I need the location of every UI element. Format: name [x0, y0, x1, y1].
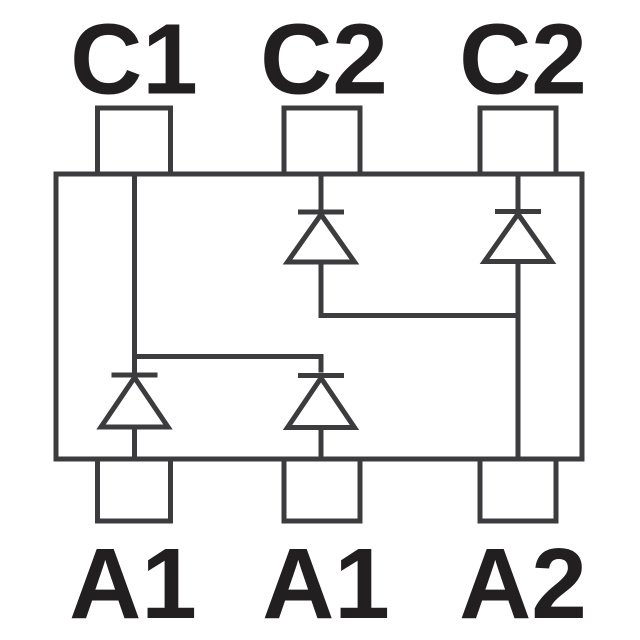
pin-label-c2-right: C2 — [459, 4, 587, 116]
pin-label-c2-middle: C2 — [260, 4, 388, 116]
diode-top-right — [479, 209, 557, 459]
wire-net-c1 — [132, 174, 324, 373]
schematic-linework — [53, 105, 585, 524]
pin-label-a2: A2 — [459, 528, 587, 640]
pin-bottom-a1-middle — [281, 456, 363, 524]
diode-bottom-middle — [282, 373, 360, 459]
pin-top-c2-middle — [281, 105, 363, 177]
diode-triangle-icon — [96, 373, 173, 430]
diode-bottom-left — [96, 356, 173, 459]
pin-label-c1: C1 — [70, 4, 198, 116]
diode-anode-wire — [318, 262, 518, 318]
pin-label-a1-left: A1 — [69, 528, 197, 640]
pin-bottom-a2 — [477, 456, 559, 524]
diode-triangle-icon — [282, 210, 360, 265]
diode-triangle-icon — [282, 373, 360, 430]
pin-bottom-a1-left — [95, 456, 173, 524]
pin-label-a1-middle: A1 — [262, 528, 390, 640]
pin-top-c1 — [95, 105, 173, 177]
pin-top-c2-right — [477, 105, 559, 177]
diode-top-middle — [282, 209, 518, 318]
pin-labels: C1 C2 C2 A1 A1 A2 — [69, 4, 587, 640]
diode-triangle-icon — [479, 209, 557, 264]
